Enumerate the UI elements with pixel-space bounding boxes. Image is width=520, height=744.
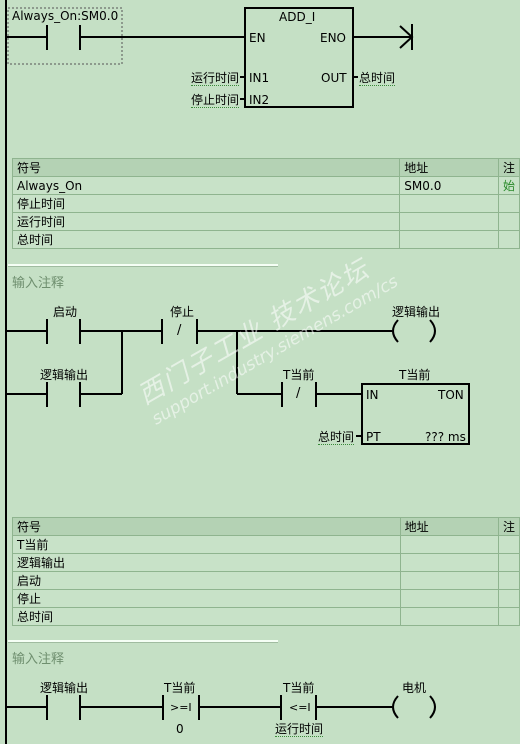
add-i-block-title[interactable]: ADD_I bbox=[279, 10, 316, 24]
address-cell[interactable] bbox=[399, 212, 499, 231]
symbol-table-1: 符号 地址 注 Always_On SM0.0 始 停止时间 运行时间 总时间 bbox=[11, 158, 520, 249]
pin-pt: PT bbox=[366, 430, 381, 444]
col-symbol-header[interactable]: 符号 bbox=[12, 517, 401, 536]
in2-operand[interactable]: 停止时间 bbox=[191, 93, 240, 108]
out-operand[interactable]: 总时间 bbox=[359, 71, 396, 86]
pin-out: OUT bbox=[321, 71, 347, 85]
network-separator bbox=[8, 264, 278, 267]
timer-title[interactable]: T当前 bbox=[399, 368, 431, 382]
table-row[interactable]: 逻辑输出 bbox=[12, 553, 520, 572]
output-coil-label[interactable]: 逻辑输出 bbox=[392, 305, 441, 319]
address-cell[interactable] bbox=[399, 607, 499, 626]
comment-cell[interactable] bbox=[497, 607, 520, 626]
col-address-header[interactable]: 地址 bbox=[399, 517, 499, 536]
address-cell[interactable] bbox=[399, 589, 499, 608]
always-on-contact-label[interactable]: Always_On:SM0.0 bbox=[12, 9, 119, 23]
compare1-label[interactable]: T当前 bbox=[164, 681, 196, 695]
network-2-comment[interactable]: 输入注释 bbox=[12, 276, 65, 291]
address-cell[interactable] bbox=[399, 571, 499, 590]
address-cell[interactable] bbox=[399, 553, 499, 572]
pin-ton: TON bbox=[438, 388, 464, 402]
contact1-label[interactable]: 逻辑输出 bbox=[40, 681, 89, 695]
tcur-contact-label[interactable]: T当前 bbox=[283, 368, 315, 382]
pt-operand[interactable]: 总时间 bbox=[318, 430, 355, 445]
network-separator bbox=[8, 640, 278, 643]
network-3-comment[interactable]: 输入注释 bbox=[12, 652, 65, 667]
col-comment-header[interactable]: 注 bbox=[497, 517, 520, 536]
col-address-header[interactable]: 地址 bbox=[399, 158, 499, 177]
comment-cell[interactable] bbox=[497, 589, 520, 608]
symbol-cell[interactable]: 逻辑输出 bbox=[12, 553, 401, 572]
address-cell[interactable] bbox=[399, 230, 499, 249]
symbol-cell[interactable]: 停止 bbox=[12, 589, 401, 608]
comment-cell[interactable] bbox=[497, 571, 520, 590]
symbol-cell[interactable]: 总时间 bbox=[11, 230, 401, 249]
symbol-table-header: 符号 地址 注 bbox=[12, 517, 520, 536]
compare2-value[interactable]: 运行时间 bbox=[275, 722, 324, 737]
table-row[interactable]: 总时间 bbox=[11, 230, 520, 249]
col-comment-header[interactable]: 注 bbox=[497, 158, 520, 177]
address-cell[interactable]: SM0.0 bbox=[399, 176, 499, 195]
table-row[interactable]: 总时间 bbox=[12, 607, 520, 626]
comment-cell[interactable] bbox=[497, 553, 520, 572]
in1-operand[interactable]: 运行时间 bbox=[191, 71, 240, 86]
compare2-label[interactable]: T当前 bbox=[283, 681, 315, 695]
symbol-cell[interactable]: Always_On bbox=[11, 176, 401, 195]
pin-eno: ENO bbox=[320, 31, 347, 45]
symbol-cell[interactable]: T当前 bbox=[12, 535, 401, 554]
table-row[interactable]: T当前 bbox=[12, 535, 520, 554]
motor-coil-label[interactable]: 电机 bbox=[402, 681, 427, 695]
table-row[interactable]: 运行时间 bbox=[11, 212, 520, 231]
symbol-cell[interactable]: 停止时间 bbox=[11, 194, 401, 213]
symbol-cell[interactable]: 运行时间 bbox=[11, 212, 401, 231]
symbol-table-header: 符号 地址 注 bbox=[11, 158, 520, 177]
address-cell[interactable] bbox=[399, 535, 499, 554]
stop-nc-sign: / bbox=[177, 323, 182, 338]
comment-cell[interactable] bbox=[497, 212, 520, 231]
timer-timebase: ??? ms bbox=[425, 430, 466, 444]
compare2-op: <=I bbox=[289, 701, 311, 714]
col-symbol-header[interactable]: 符号 bbox=[11, 158, 401, 177]
symbol-table-2: 符号 地址 注 T当前 逻辑输出 启动 停止 总时间 bbox=[12, 517, 520, 626]
pin-in2: IN2 bbox=[249, 93, 270, 107]
symbol-cell[interactable]: 总时间 bbox=[12, 607, 401, 626]
table-row[interactable]: Always_On SM0.0 始 bbox=[11, 176, 520, 195]
comment-cell[interactable] bbox=[497, 230, 520, 249]
address-cell[interactable] bbox=[399, 194, 499, 213]
pin-en: EN bbox=[249, 31, 266, 45]
stop-contact-label[interactable]: 停止 bbox=[170, 305, 195, 319]
comment-cell[interactable] bbox=[497, 194, 520, 213]
pin-in: IN bbox=[366, 388, 379, 402]
pin-in1: IN1 bbox=[249, 71, 270, 85]
comment-cell[interactable] bbox=[497, 535, 520, 554]
hold-contact-label[interactable]: 逻辑输出 bbox=[40, 368, 89, 382]
compare1-op: >=I bbox=[170, 701, 192, 714]
tcur-nc-sign: / bbox=[296, 386, 301, 401]
table-row[interactable]: 停止时间 bbox=[11, 194, 520, 213]
comment-cell[interactable]: 始 bbox=[497, 176, 520, 195]
table-row[interactable]: 停止 bbox=[12, 589, 520, 608]
start-contact-label[interactable]: 启动 bbox=[53, 305, 78, 319]
compare1-value[interactable]: 0 bbox=[176, 722, 184, 736]
table-row[interactable]: 启动 bbox=[12, 571, 520, 590]
symbol-cell[interactable]: 启动 bbox=[12, 571, 401, 590]
